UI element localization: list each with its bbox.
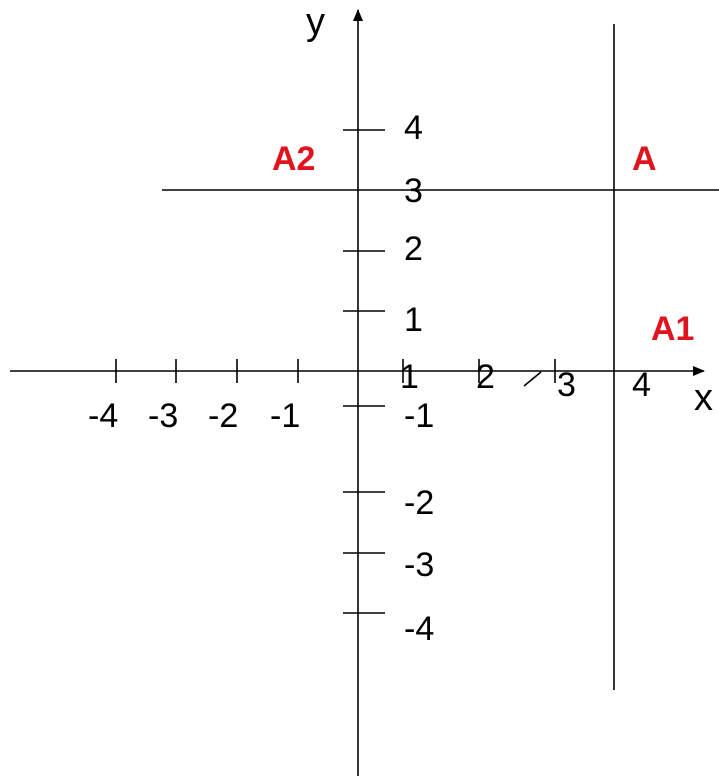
y-tick-label: -2 [404,484,434,522]
x-tick-label: 4 [632,366,651,404]
y-tick-label: -3 [404,546,434,584]
y-tick-label: 4 [404,109,423,147]
y-tick-label: -4 [404,610,434,648]
x-axis-name: x [694,377,713,419]
x-tick-label: 1 [400,358,419,396]
x-tick-label: 2 [476,358,495,396]
x-ticks [115,359,556,383]
y-tick-label: -1 [404,397,434,435]
x-tick-label: -1 [270,397,300,435]
y-tick-label: 1 [404,301,423,339]
slash-mark [523,371,542,387]
x-tick-label: -3 [148,397,178,435]
point-label-a: A [632,140,657,178]
point-label-a2: A2 [272,140,315,178]
y-tick-label: 2 [404,230,423,268]
x-tick-label: -2 [208,397,238,435]
x-tick-label: -4 [88,397,118,435]
x-tick-label: 3 [557,366,576,404]
x-tick-labels: -4 -3 -2 -1 1 2 3 4 [88,358,651,435]
y-ticks [343,129,385,614]
y-tick-label: 3 [404,172,423,210]
y-tick-labels: 4 3 2 1 -1 -2 -3 -4 [404,109,434,648]
point-label-a1: A1 [651,310,694,348]
y-axis-name: y [306,1,325,43]
